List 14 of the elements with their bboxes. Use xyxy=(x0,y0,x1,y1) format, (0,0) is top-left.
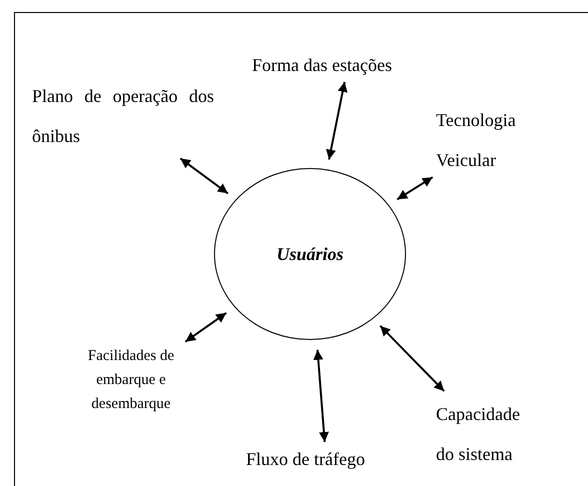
double-arrow xyxy=(180,158,228,194)
node-label: Forma das estações xyxy=(252,54,393,77)
node-label: Plano de operação dos ônibus xyxy=(32,85,214,148)
node-label: Usuários xyxy=(276,243,344,266)
double-arrow xyxy=(184,312,227,343)
node-label: Capacidade do sistema xyxy=(436,403,521,466)
node-label: Fluxo de tráfego xyxy=(246,448,366,471)
double-arrow xyxy=(313,350,329,442)
node-label: Facilidades de embarque e desembarque xyxy=(86,347,176,414)
ellipse-node xyxy=(214,168,406,340)
double-arrow xyxy=(396,176,434,200)
double-arrow xyxy=(326,82,348,160)
node-label: Tecnologia Veicular xyxy=(436,109,517,172)
double-arrow xyxy=(379,325,445,392)
